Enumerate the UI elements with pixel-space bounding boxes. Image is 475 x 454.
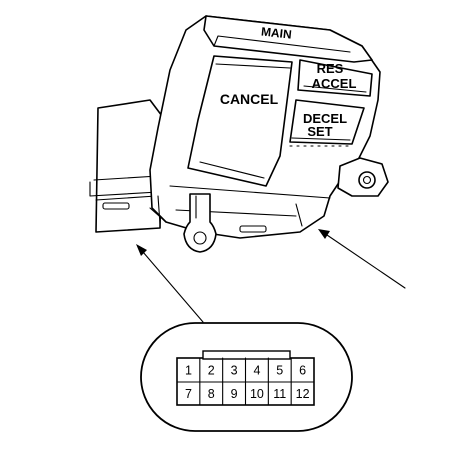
connector-pin-5: 5 (276, 363, 283, 377)
accel-label: ACCEL (312, 76, 357, 91)
connector-pin-11: 11 (273, 387, 286, 401)
connector-pin-4: 4 (253, 363, 260, 377)
cancel-label: CANCEL (220, 91, 279, 107)
set-label: SET (307, 124, 332, 139)
connector-pin-1: 1 (185, 363, 192, 377)
connector-pin-9: 9 (231, 387, 238, 401)
main-label: MAIN (260, 24, 292, 41)
connector-pin-7: 7 (185, 387, 192, 401)
connector-pin-12: 12 (296, 387, 310, 401)
cancel-button (187, 55, 293, 187)
main-button (203, 15, 373, 63)
connector-pin-6: 6 (299, 363, 306, 377)
connector-pin-8: 8 (208, 387, 215, 401)
switch-assembly (89, 15, 389, 253)
bottom-mounting-post (183, 193, 217, 253)
connector-pin-2: 2 (208, 363, 215, 377)
connector-pin-3: 3 (231, 363, 238, 377)
res-label: RES (317, 61, 344, 76)
leader-line-housing (136, 244, 204, 323)
decel-label: DECEL (303, 111, 347, 126)
leader-line-switch (318, 229, 406, 289)
connector-latch (202, 350, 291, 360)
decel-set-lever (289, 99, 365, 145)
connector-pin-10: 10 (250, 387, 264, 401)
